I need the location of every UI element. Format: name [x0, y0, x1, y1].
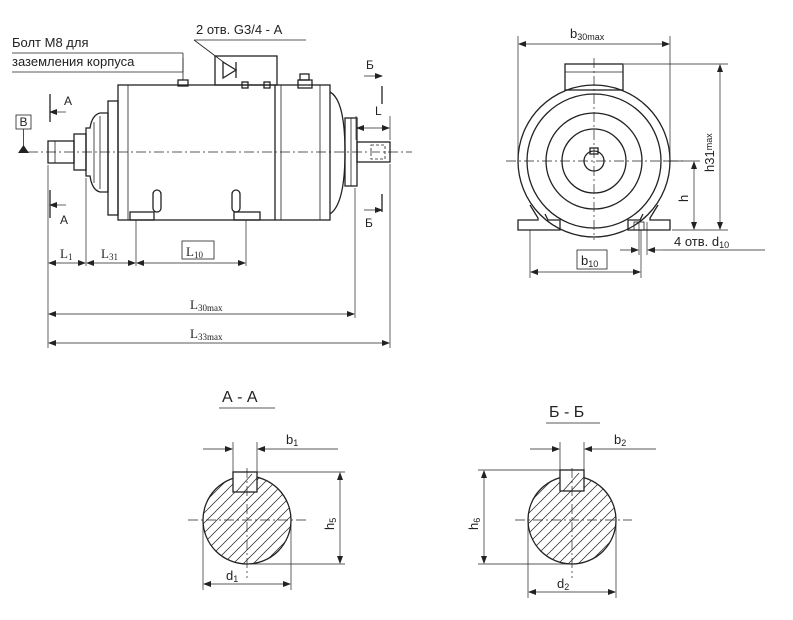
- datum-triangle: [18, 145, 29, 153]
- note-4-holes: 4 отв. d10: [674, 234, 729, 250]
- right-shaft: [356, 141, 391, 163]
- dim-l30: L30max: [190, 297, 223, 313]
- dim-b2: b2: [614, 432, 626, 448]
- dim-d1: d1: [226, 568, 238, 584]
- dim-b30: b30max: [570, 26, 605, 42]
- section-bb: Б - Б b2 h6 d2: [466, 404, 656, 598]
- section-b-bottom-label: Б: [365, 216, 373, 230]
- section-a-top-label: А: [64, 94, 72, 108]
- end-view: b30max h31max h b10 4 отв. d10: [506, 26, 765, 278]
- dim-l31: L31: [101, 246, 118, 262]
- end-foot-right: [627, 204, 671, 231]
- section-aa-title: А - А: [222, 389, 258, 406]
- dim-l10: L10: [186, 244, 203, 260]
- dim-b10: b10: [581, 253, 598, 269]
- dim-h6: h6: [466, 518, 482, 530]
- dim-b1: b1: [286, 432, 298, 448]
- right-end-cap: [329, 91, 346, 215]
- foot-left: [129, 211, 155, 221]
- end-terminal-box: [564, 63, 624, 91]
- end-shaft: [583, 150, 605, 172]
- dim-l-right: L: [375, 104, 382, 118]
- section-a-bottom-label: А: [60, 213, 68, 227]
- section-aa: А - А b1 h5 d1: [188, 389, 345, 590]
- datum-label: В: [19, 115, 27, 129]
- section-bb-title: Б - Б: [549, 404, 584, 421]
- foot-right: [233, 211, 261, 221]
- dim-h31: h31max: [702, 133, 717, 172]
- note-holes: 2 отв. G3/4 - А: [196, 22, 283, 37]
- front-view: В А А Б Б L Болт М8 для заземления корпу…: [12, 22, 412, 348]
- dim-l1: L1: [60, 246, 72, 262]
- section-b-top-label: Б: [366, 58, 374, 72]
- note-bolt-line2: заземления корпуса: [12, 54, 135, 69]
- end-foot-left: [517, 204, 561, 231]
- dim-h5: h5: [322, 518, 338, 530]
- end-bearing-shield: [545, 112, 643, 210]
- dim-d2: d2: [557, 576, 569, 592]
- dim-h: h: [676, 195, 691, 202]
- dim-l33: L33max: [190, 326, 223, 342]
- left-bearing-shield: [85, 112, 109, 193]
- terminal-box: [214, 55, 278, 86]
- motor-body: [117, 84, 331, 221]
- note-bolt-line1: Болт М8 для: [12, 35, 89, 50]
